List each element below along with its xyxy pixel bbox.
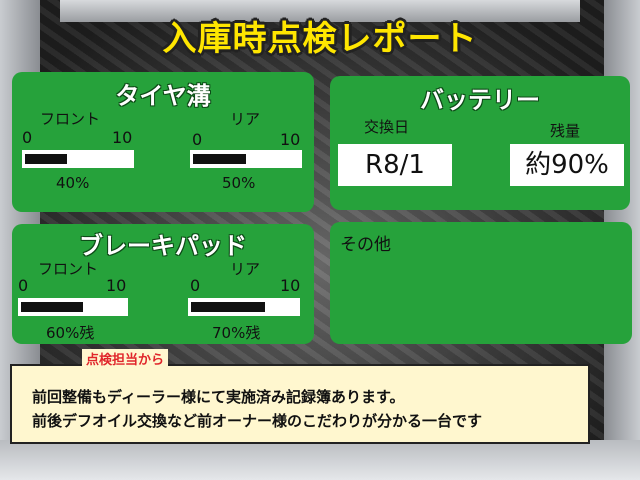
brake-front-percent: 60%残 [46,324,95,342]
brake-rear-min: 0 [190,276,201,295]
comment-line-1: 前回整備もディーラー様にて実施済み記録簿あります。 [32,388,405,406]
tire-front-gauge [22,150,134,168]
brake-rear-percent: 70%残 [212,324,261,342]
battery-exchange-value: R8/1 [338,144,452,186]
brake-front-gauge-fill [21,302,83,312]
tire-rear-label: リア [230,110,261,128]
tire-rear-min: 0 [192,130,203,149]
brake-front-label: フロント [38,260,99,278]
tire-panel: タイヤ溝 フロント 0 10 40% リア 0 10 50% [12,72,314,212]
brake-front-max: 10 [106,276,127,295]
comment-line-2: 前後デフオイル交換など前オーナー様のこだわりが分かる一台です [32,412,483,430]
tire-front-percent: 40% [56,174,90,192]
tire-rear-gauge [190,150,302,168]
tire-rear-gauge-fill [193,154,246,164]
tire-rear-percent: 50% [222,174,256,192]
other-panel-title: その他 [340,235,391,255]
brake-rear-gauge-fill [191,302,265,312]
brake-rear-gauge [188,298,300,316]
battery-panel: バッテリー 交換日 残量 R8/1 約90% [330,76,630,210]
battery-remaining-label: 残量 [550,122,581,140]
tire-front-gauge-fill [25,154,67,164]
brake-panel: ブレーキパッド フロント 0 10 60%残 リア 0 10 70%残 [12,224,314,344]
other-panel: その他 [330,222,632,344]
tire-panel-title: タイヤ溝 [115,82,211,110]
report-title: 入庫時点検レポート [162,19,478,59]
tire-rear-max: 10 [280,130,301,149]
tire-front-max: 10 [112,128,133,147]
inspector-label: 点検担当から [82,349,169,368]
battery-remaining-value: 約90% [510,144,624,186]
inspector-comment-box: 前回整備もディーラー様にて実施済み記録簿あります。 前後デフオイル交換など前オー… [10,364,590,444]
hood-edge [60,0,580,22]
battery-exchange-label: 交換日 [364,118,410,136]
brake-panel-title: ブレーキパッド [79,232,247,260]
brake-rear-label: リア [230,260,261,278]
brake-front-min: 0 [18,276,29,295]
battery-panel-title: バッテリー [420,86,540,114]
tire-front-min: 0 [22,128,33,147]
front-bumper [0,440,640,480]
brake-front-gauge [18,298,128,316]
tire-front-label: フロント [40,110,101,128]
brake-rear-max: 10 [280,276,301,295]
